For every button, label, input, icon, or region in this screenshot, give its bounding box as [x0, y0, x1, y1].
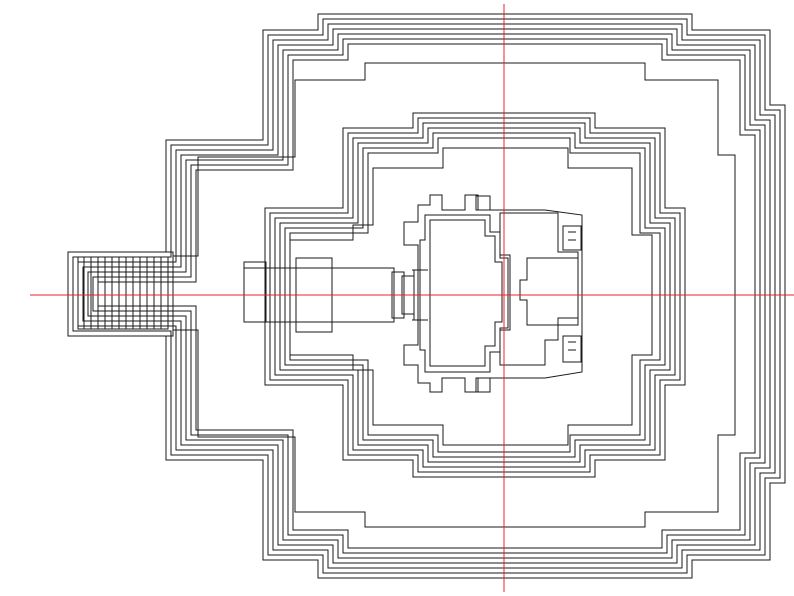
outer-ring-7 — [97, 43, 756, 549]
inner-terrace — [289, 147, 653, 446]
sanctuary — [403, 194, 583, 393]
outer-ring-1 — [67, 13, 786, 579]
inner-ring-5 — [284, 132, 666, 458]
inner-ring-4 — [279, 127, 671, 463]
inner-ring-6 — [289, 137, 661, 453]
entrance-staircase — [67, 251, 174, 337]
outer-ring-4 — [82, 28, 771, 564]
stair-treads — [83, 257, 162, 329]
inner-ring-3 — [274, 122, 676, 468]
outer-enclosure-rings — [67, 13, 786, 579]
axis-lines — [30, 4, 794, 592]
inner-ring-1 — [264, 112, 686, 478]
inner-ring-2 — [269, 117, 681, 473]
inner-platform-rings — [264, 112, 686, 478]
outer-ring-2 — [72, 18, 781, 574]
outer-ring-6 — [92, 38, 761, 554]
outer-ring-5 — [87, 33, 766, 559]
outer-ring-3 — [77, 23, 776, 569]
